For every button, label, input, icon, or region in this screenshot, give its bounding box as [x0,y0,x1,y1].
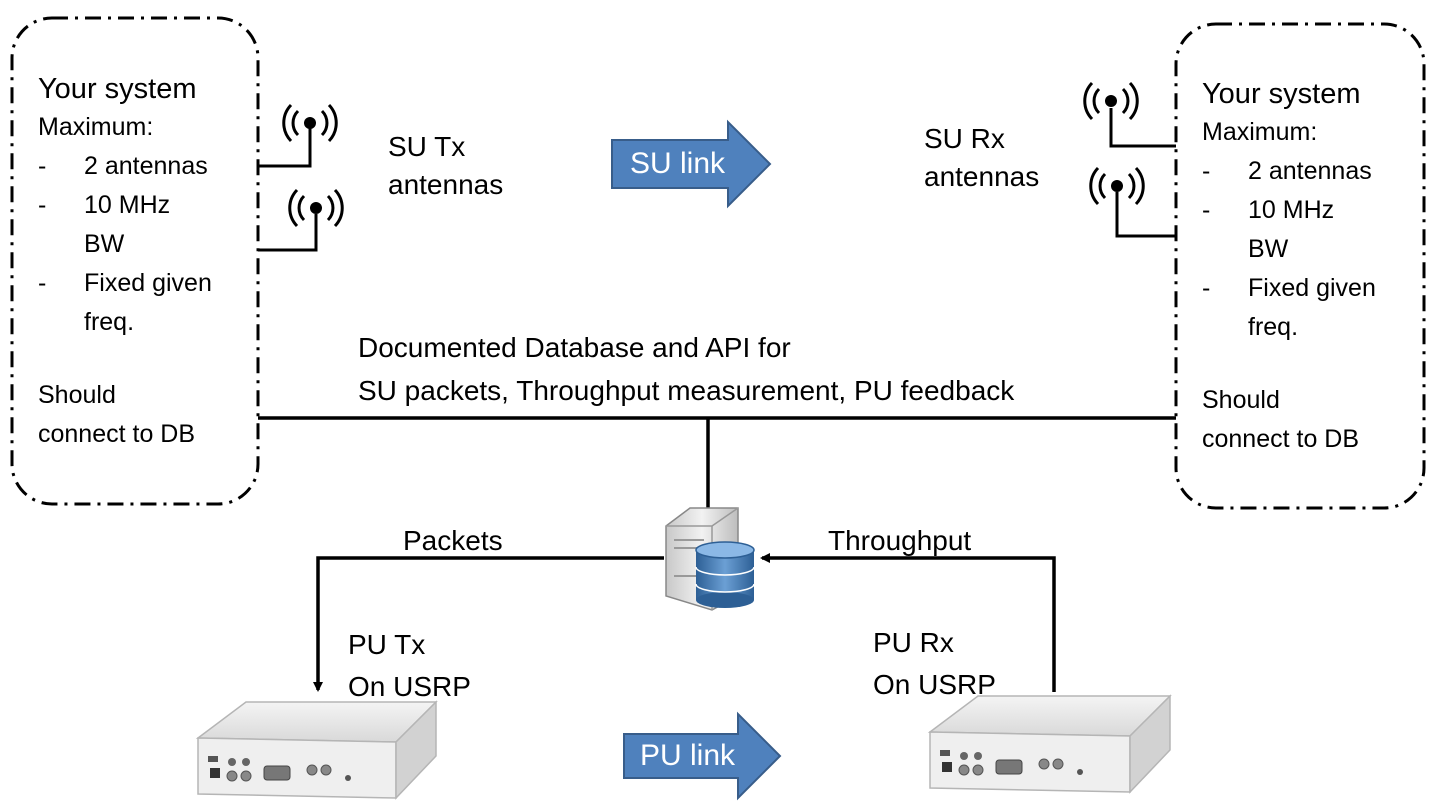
left-bullet-bandwidth: 10 MHz BW [38,186,194,264]
right-system-bullets: 2 antennas 10 MHz BW Fixed given freq. [1202,152,1418,347]
database-line1: Documented Database and API for [358,332,791,363]
su-tx-line2: antennas [388,169,504,200]
throughput-arrow [760,553,1056,692]
pu-tx-line1: PU Tx [348,629,426,660]
su-tx-line1: SU Tx [388,131,466,162]
database-server-icon [665,507,755,611]
left-system-connect-line1: Should [38,381,116,409]
su-rx-label: SU Rx antennas [924,120,1039,196]
throughput-label: Throughput [828,525,972,556]
su-tx-label: SU Tx antennas [388,128,503,204]
left-system-box [10,16,260,506]
database-description: Documented Database and API for SU packe… [358,326,1014,412]
right-system-connect-line2: connect to DB [1202,425,1360,453]
right-system-connect-line1: Should [1202,386,1280,414]
right-antenna2-wire [1115,192,1176,238]
right-bullet-bandwidth: 10 MHz BW [1202,191,1358,269]
right-system-title: Your system [1202,78,1361,110]
su-rx-line1: SU Rx [924,123,1005,154]
right-system-text: Your system Maximum: 2 antennas 10 MHz B… [1202,75,1418,459]
su-rx-line2: antennas [924,161,1040,192]
packets-label: Packets [403,525,503,556]
pu-rx-label: PU Rx On USRP [873,622,996,706]
pu-rx-line2: On USRP [873,669,996,700]
usrp-device-icon [195,700,438,800]
left-system-max-label: Maximum: [38,113,154,141]
left-system-connect-line2: connect to DB [38,420,196,448]
database-line2: SU packets, Throughput measurement, PU f… [358,375,1015,406]
right-bullet-frequency: Fixed given freq. [1202,269,1418,347]
antenna-icon [288,188,344,228]
pu-link-arrow [623,711,782,801]
left-system-text: Your system Maximum: 2 antennas 10 MHz B… [38,70,254,454]
packets-arrow [313,556,664,692]
pu-tx-label: PU Tx On USRP [348,624,471,708]
right-antenna1-wire [1109,108,1176,148]
left-bullet-frequency: Fixed given freq. [38,264,254,342]
left-antenna2-wire [258,214,318,252]
left-system-bullets: 2 antennas 10 MHz BW Fixed given freq. [38,147,254,342]
su-link-label: SU link [630,147,726,180]
antenna-icon [282,103,338,143]
antenna-icon [1083,81,1139,121]
left-antenna1-wire [258,128,312,168]
right-bullet-antennas: 2 antennas [1202,152,1418,191]
pu-rx-line1: PU Rx [873,627,954,658]
left-bullet-antennas: 2 antennas [38,147,254,186]
pu-link-label: PU link [640,739,736,772]
right-system-box [1174,22,1426,510]
su-link-arrow [611,119,772,209]
usrp-device-icon [927,694,1172,794]
antenna-icon [1089,166,1145,206]
right-system-max-label: Maximum: [1202,118,1318,146]
pu-tx-line2: On USRP [348,671,471,702]
left-system-title: Your system [38,73,197,105]
